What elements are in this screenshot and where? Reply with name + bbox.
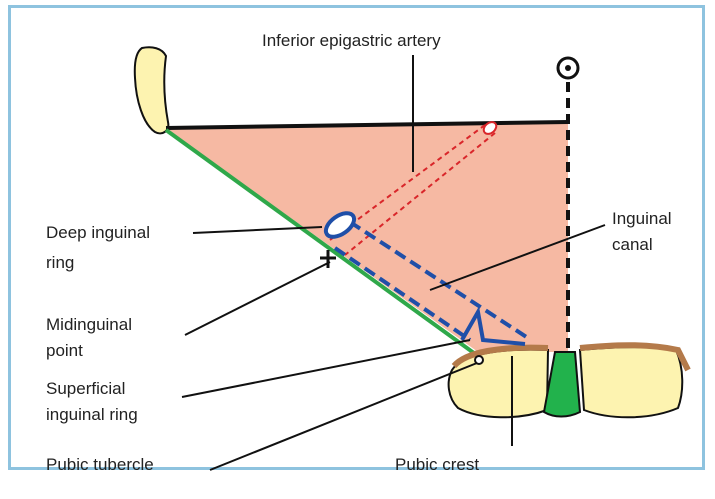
label-superficial-ring-2: inguinal ring (46, 405, 138, 424)
anterior-superior-iliac-spine (135, 47, 169, 133)
label-deep-ring-2: ring (46, 253, 74, 272)
label-deep-ring-1: Deep inguinal (46, 223, 150, 242)
label-inguinal-canal-2: canal (612, 235, 653, 254)
label-midinguinal-2: point (46, 341, 83, 360)
umbilicus-center (565, 65, 571, 71)
label-inguinal-canal-1: Inguinal (612, 209, 672, 228)
leader-superficial-ring (182, 340, 470, 397)
leader-pubic-tubercle (210, 363, 477, 470)
pubic-symphysis (544, 352, 580, 417)
leader-midinguinal (185, 262, 330, 335)
label-pubic-tubercle: Pubic tubercle (46, 455, 154, 474)
right-pubic-bone (580, 347, 682, 417)
label-superficial-ring-1: Superficial (46, 379, 125, 398)
label-pubic-crest: Pubic crest (395, 455, 479, 474)
label-midinguinal-1: Midinguinal (46, 315, 132, 334)
label-inferior-epigastric-artery: Inferior epigastric artery (262, 31, 441, 50)
